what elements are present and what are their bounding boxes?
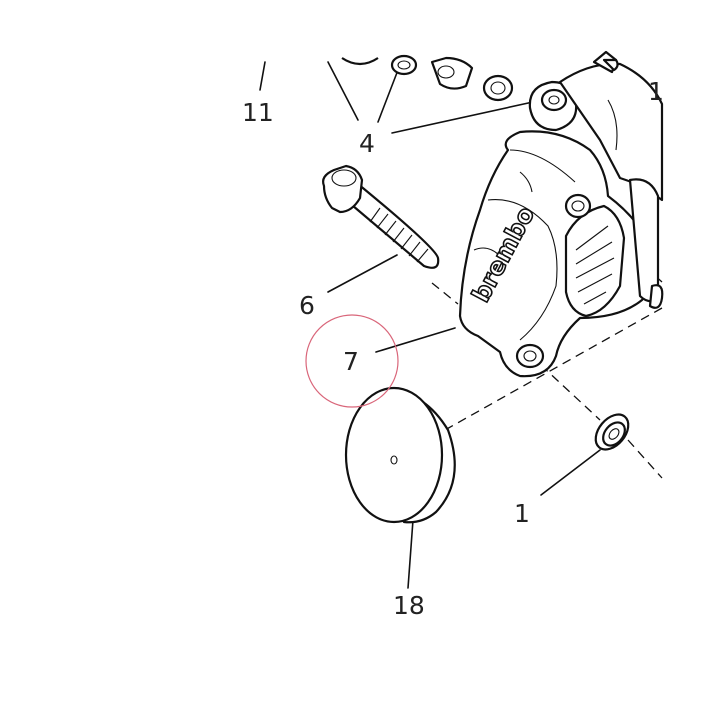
callout-7: 7 [343,347,359,376]
callout-1-top: 1 [648,77,664,106]
caliper-bolt [322,164,440,269]
callout-11: 11 [242,98,274,127]
callout-18: 18 [393,591,425,620]
top-hardware-washers [341,54,514,102]
callout-labels: 11 4 1 6 7 1 18 [242,77,664,620]
callout-4: 4 [359,129,375,158]
highlight-circle [305,314,399,408]
bushing-washer [594,413,630,451]
brake-caliper: brembo [458,50,664,378]
leader-lines [259,61,601,589]
callout-1-bottom: 1 [514,499,530,528]
cover-disc [344,386,456,524]
callout-6: 6 [299,291,315,320]
